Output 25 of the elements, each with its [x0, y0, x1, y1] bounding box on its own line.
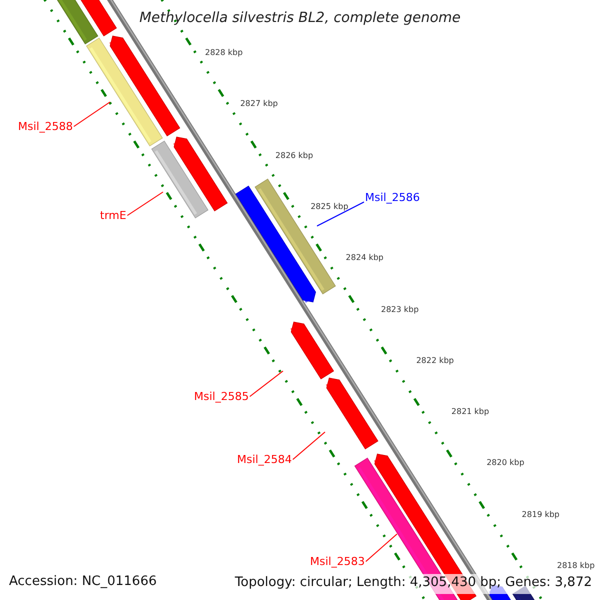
gene-label: Msil_2586 — [365, 191, 420, 204]
tick-label: 2818 kbp — [557, 560, 595, 571]
leader-line — [292, 432, 326, 460]
leader-line — [249, 370, 284, 397]
tick-label: 2819 kbp — [522, 508, 560, 520]
tick-label: 2823 kbp — [381, 304, 419, 314]
gene-label: Msil_2583 — [310, 555, 365, 568]
accession-text: Accession: NC_011666 — [9, 574, 157, 590]
tick-label: 2820 kbp — [486, 457, 524, 468]
leader-line — [365, 534, 398, 562]
leader-line — [316, 202, 364, 226]
tick-label: 2824 kbp — [346, 252, 384, 264]
tick-label: 2825 kbp — [310, 200, 348, 212]
tick-label: 2821 kbp — [451, 406, 490, 418]
tick-label: 2827 kbp — [240, 98, 278, 110]
leader-line — [73, 102, 110, 127]
gene-label: Msil_2585 — [194, 390, 249, 403]
tick-label: 2828 kbp — [205, 47, 243, 58]
gene-label: trmE — [100, 209, 126, 222]
gene-label: Msil_2584 — [237, 453, 292, 466]
leader-line — [126, 192, 164, 216]
tick-label: 2826 kbp — [275, 150, 314, 161]
diagram-title: Methylocella silvestris BL2, complete genome — [139, 10, 461, 26]
tick-label: 2822 kbp — [416, 354, 454, 366]
gene-label: Msil_2588 — [18, 120, 73, 133]
